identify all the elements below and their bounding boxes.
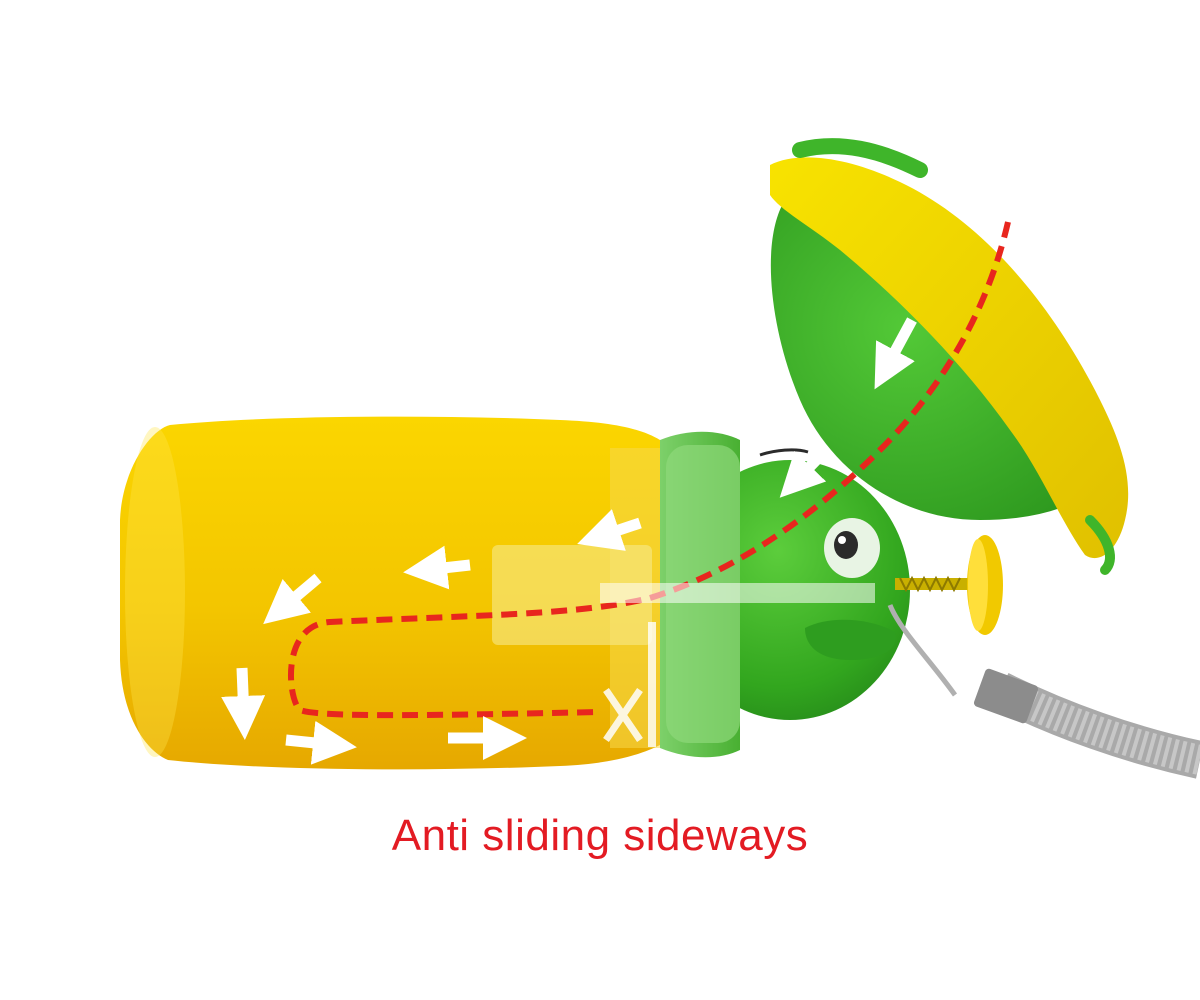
flow-path <box>287 221 1011 719</box>
flow-arrows <box>221 317 917 765</box>
stopper-cap <box>895 535 1003 635</box>
container-body <box>120 416 670 770</box>
caption-text: Anti sliding sideways <box>391 811 809 860</box>
funnel <box>770 138 1129 575</box>
lanyard-strap <box>887 604 1200 779</box>
